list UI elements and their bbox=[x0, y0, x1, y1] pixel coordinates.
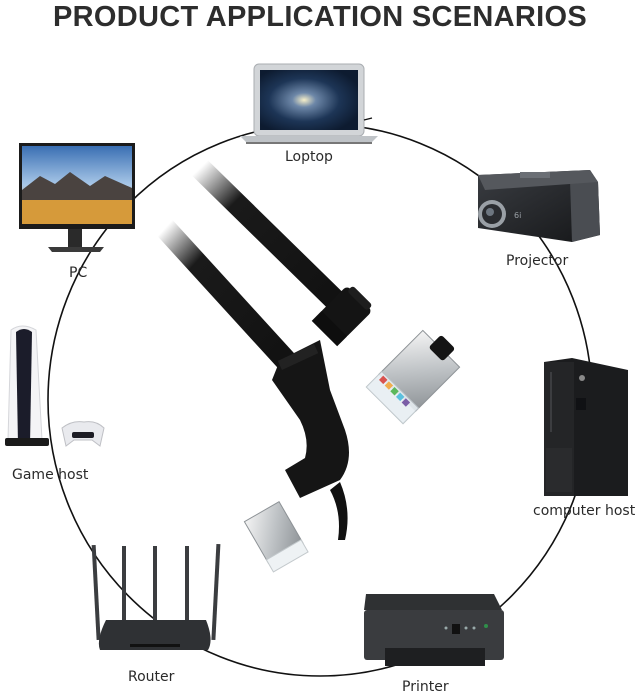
device-label-router: Router bbox=[128, 669, 175, 685]
page-title: PRODUCT APPLICATION SCENARIOS bbox=[53, 1, 587, 33]
svg-text:6i: 6i bbox=[514, 211, 521, 220]
device-label-printer: Printer bbox=[402, 679, 449, 695]
projector-icon: 6i bbox=[478, 170, 600, 242]
monitor-icon bbox=[19, 143, 135, 252]
device-label-game-host: Game host bbox=[12, 467, 89, 483]
ethernet-cable-image bbox=[154, 157, 461, 573]
device-label-laptop: Loptop bbox=[285, 149, 333, 165]
router-icon bbox=[91, 543, 221, 650]
device-label-pc: PC bbox=[69, 265, 88, 281]
game-console-icon bbox=[5, 325, 105, 447]
device-label-projector: Projector bbox=[506, 253, 569, 269]
desktop-tower-icon bbox=[544, 358, 628, 496]
laptop-icon bbox=[240, 63, 378, 144]
printer-icon bbox=[364, 594, 504, 666]
device-label-computer-host: computer host bbox=[533, 503, 636, 519]
